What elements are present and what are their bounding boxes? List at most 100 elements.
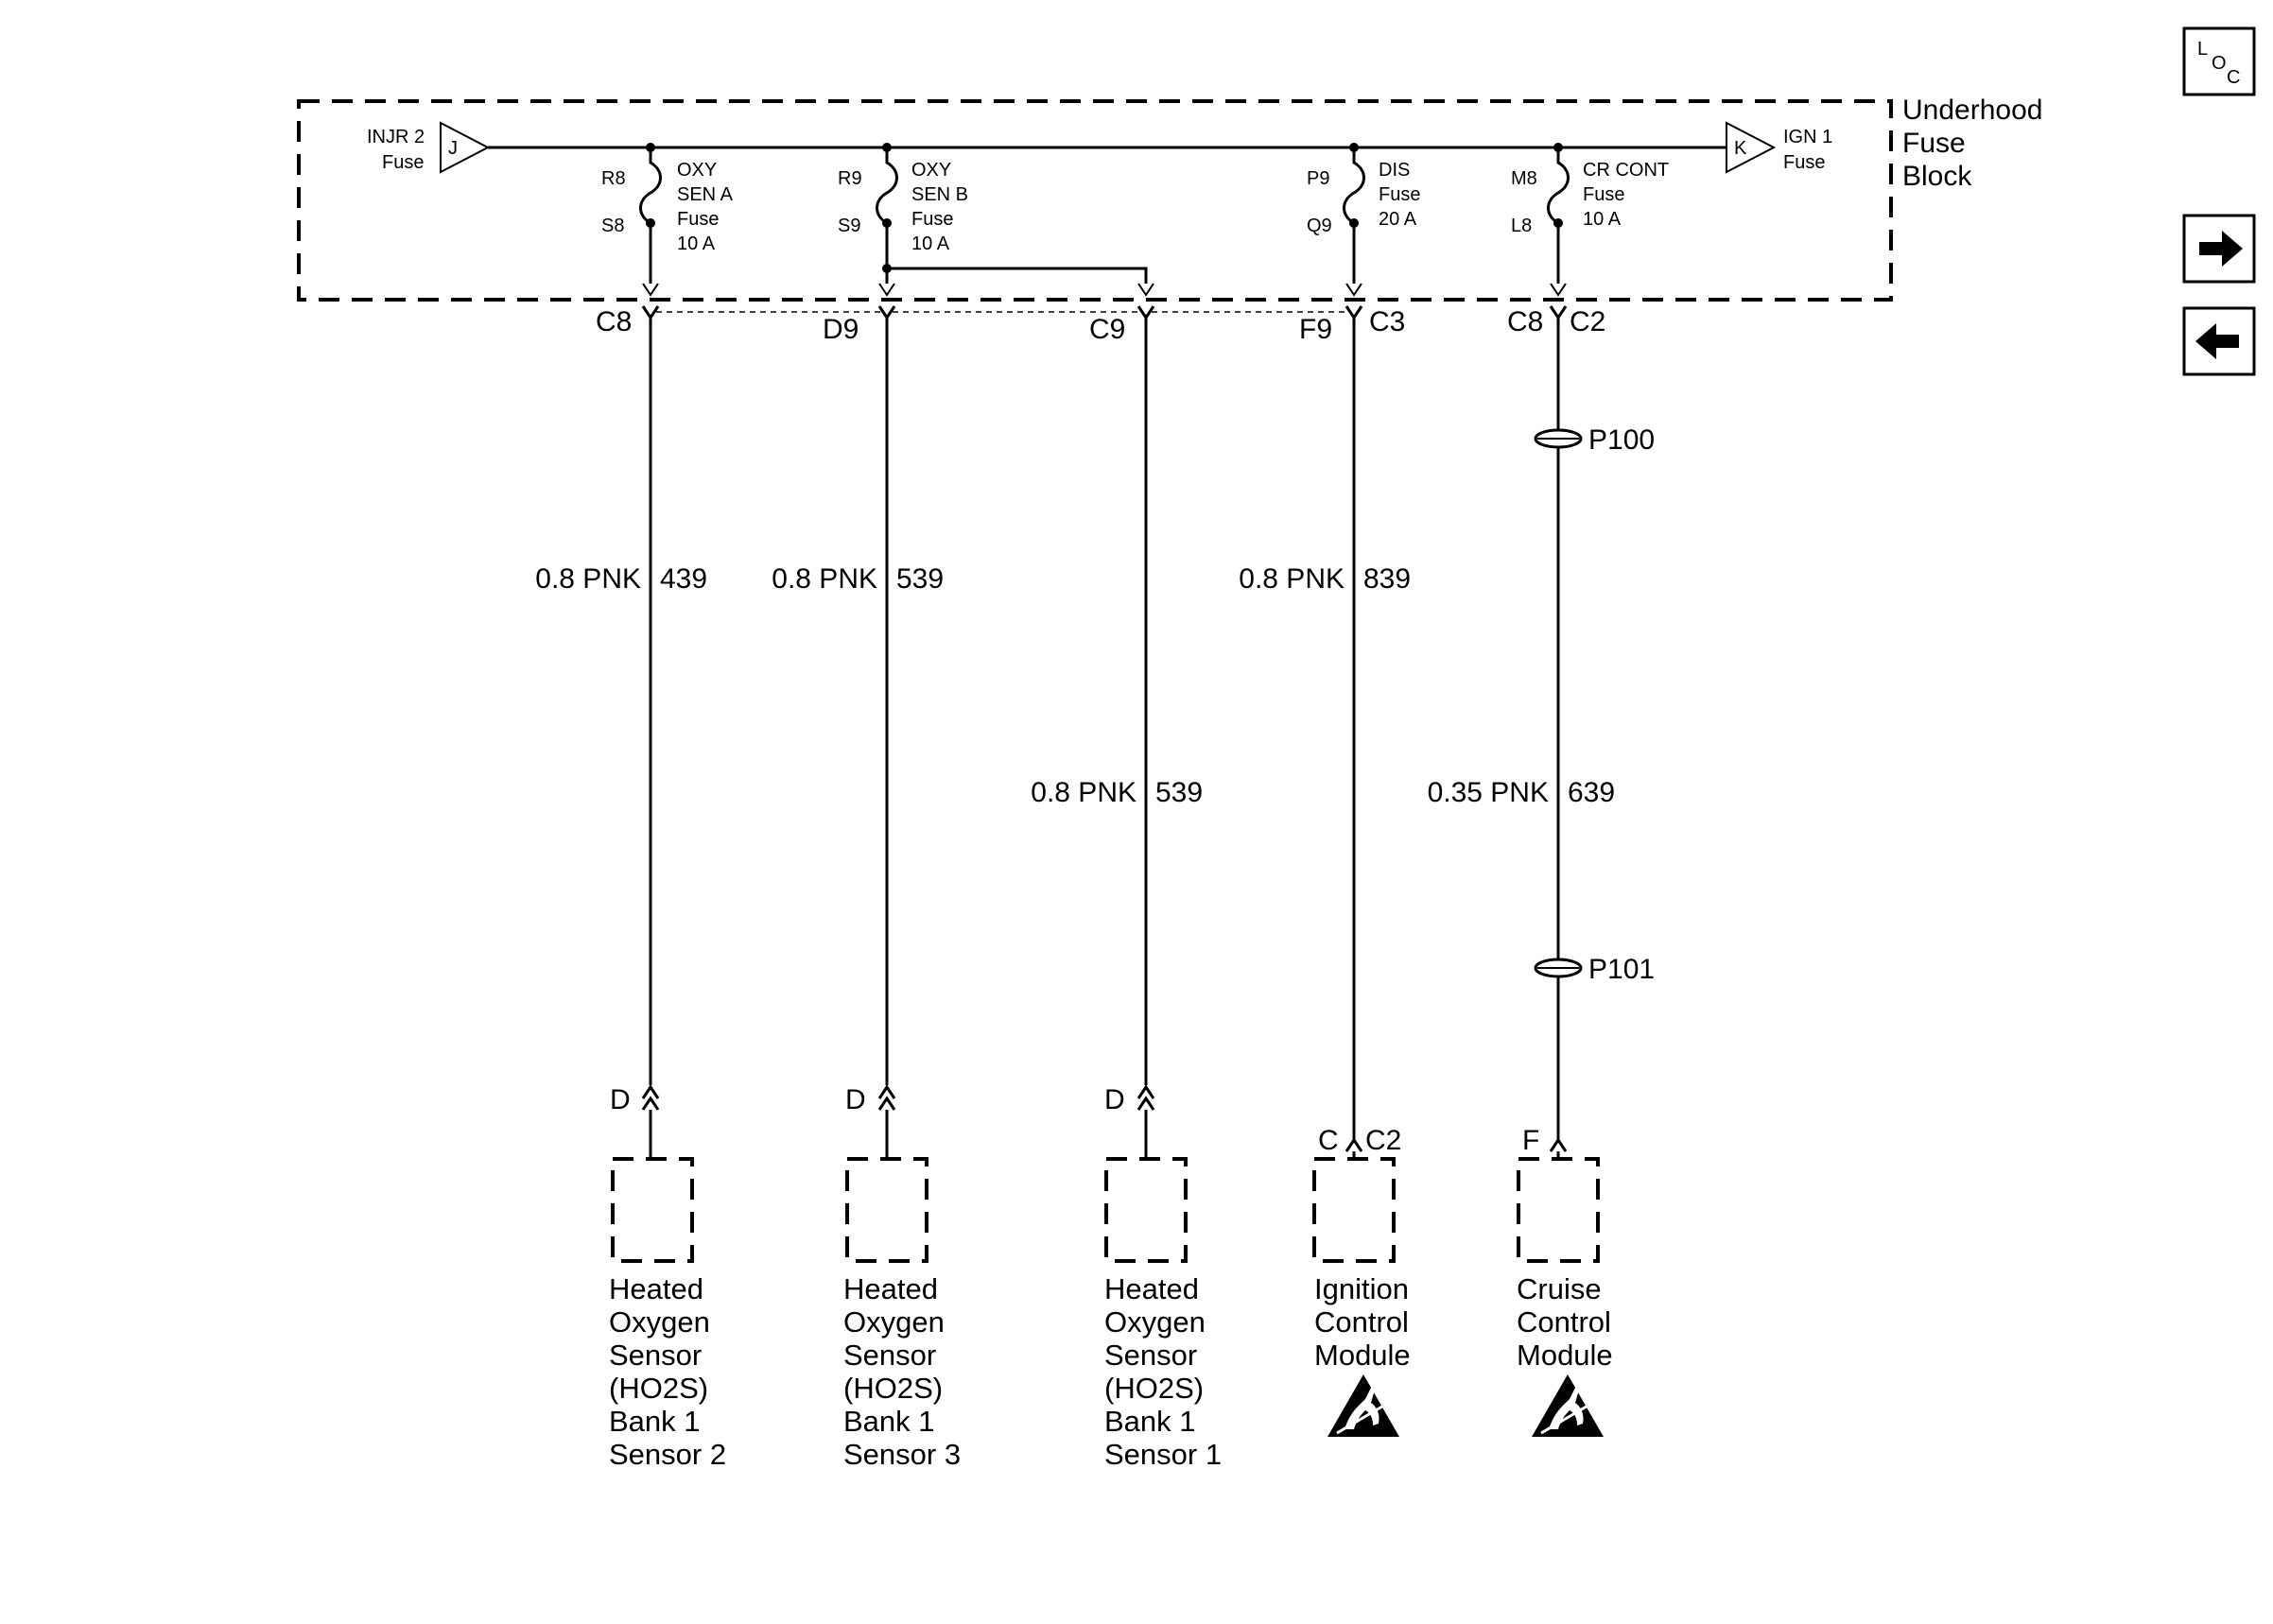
right-input-name: IGN 1 bbox=[1783, 127, 1832, 147]
connector-c9: C9 bbox=[1089, 305, 1155, 345]
svg-text:(HO2S): (HO2S) bbox=[609, 1372, 708, 1405]
loc-button[interactable]: L O C bbox=[2182, 26, 2256, 96]
svg-text:Sensor 1: Sensor 1 bbox=[1104, 1438, 1222, 1471]
svg-text:P101: P101 bbox=[1588, 954, 1655, 985]
fuse1-label-3: Fuse bbox=[677, 209, 719, 230]
svg-text:Bank 1: Bank 1 bbox=[1104, 1405, 1196, 1438]
svg-text:Oxygen: Oxygen bbox=[843, 1305, 945, 1339]
fuse1-label-1: OXY bbox=[677, 160, 717, 181]
component-box-cruise bbox=[1517, 1157, 1600, 1263]
esd-warning-icon bbox=[1532, 1374, 1604, 1437]
fuse4-label-3: 10 A bbox=[1583, 209, 1622, 230]
fuse-block-outline bbox=[297, 99, 1893, 302]
svg-text:Sensor 2: Sensor 2 bbox=[609, 1438, 726, 1471]
svg-text:Sensor: Sensor bbox=[843, 1339, 936, 1372]
left-input-sub: Fuse bbox=[382, 152, 424, 173]
svg-text:C2: C2 bbox=[1570, 306, 1605, 337]
wire5-size: 0.35 PNK bbox=[1428, 777, 1549, 808]
connector-c8-a: C8 bbox=[596, 305, 660, 337]
svg-text:Bank 1: Bank 1 bbox=[843, 1405, 935, 1438]
svg-text:C2: C2 bbox=[1365, 1125, 1401, 1156]
svg-text:D9: D9 bbox=[823, 314, 859, 345]
previous-page-button[interactable] bbox=[2182, 306, 2256, 376]
svg-text:Heated: Heated bbox=[1104, 1272, 1199, 1305]
right-input-sub: Fuse bbox=[1783, 152, 1825, 173]
fuse-dis: P9 Q9 DIS Fuse 20 A bbox=[1307, 143, 1420, 297]
component-box-ignition bbox=[1312, 1157, 1396, 1263]
component-box-sensor1 bbox=[1104, 1157, 1188, 1263]
left-input-letter: J bbox=[448, 138, 458, 159]
pin-d-sensor2: D bbox=[610, 1084, 660, 1159]
component-box-sensor3 bbox=[845, 1157, 928, 1263]
svg-text:C8: C8 bbox=[1507, 306, 1543, 337]
fuse-cr-cont: M8 L8 CR CONT Fuse 10 A bbox=[1511, 143, 1669, 297]
loc-letter-l: L bbox=[2197, 39, 2208, 60]
connector-f9-c3: F9 C3 bbox=[1299, 305, 1405, 345]
svg-text:C: C bbox=[1318, 1125, 1339, 1156]
svg-text:Heated: Heated bbox=[843, 1272, 938, 1305]
svg-text:Oxygen: Oxygen bbox=[609, 1305, 710, 1339]
svg-text:C3: C3 bbox=[1369, 306, 1405, 337]
fuse2-label-2: SEN B bbox=[911, 184, 968, 205]
svg-text:C9: C9 bbox=[1089, 314, 1125, 345]
svg-text:Sensor 3: Sensor 3 bbox=[843, 1438, 961, 1471]
splice-p100: P100 bbox=[1534, 424, 1655, 456]
fuse3-label-2: Fuse bbox=[1379, 184, 1420, 205]
fuse3-top-pin: P9 bbox=[1307, 168, 1329, 189]
pin-c-c2-ignition: C C2 bbox=[1318, 1125, 1401, 1159]
component-label-sensor1: Heated Oxygen Sensor (HO2S) Bank 1 Senso… bbox=[1104, 1272, 1222, 1471]
fuse1-label-4: 10 A bbox=[677, 233, 716, 254]
component-label-cruise: Cruise Control Module bbox=[1517, 1272, 1613, 1372]
svg-text:Sensor: Sensor bbox=[1104, 1339, 1197, 1372]
fuse4-label-1: CR CONT bbox=[1583, 160, 1669, 181]
fuse1-bottom-pin: S8 bbox=[601, 216, 624, 236]
svg-text:Ignition: Ignition bbox=[1314, 1272, 1409, 1305]
wire1-size: 0.8 PNK bbox=[535, 563, 641, 595]
fuse-oxy-sen-b: R9 S9 OXY SEN B Fuse 10 A bbox=[838, 143, 1154, 297]
wire1-circuit: 439 bbox=[660, 563, 707, 595]
fuse-block-title-line3: Block bbox=[1902, 161, 1972, 192]
fuse2-label-3: Fuse bbox=[911, 209, 953, 230]
svg-text:Cruise: Cruise bbox=[1517, 1272, 1602, 1305]
wire5-circuit: 639 bbox=[1568, 777, 1615, 808]
esd-warning-icon bbox=[1327, 1374, 1399, 1437]
component-label-ignition: Ignition Control Module bbox=[1314, 1272, 1411, 1372]
next-page-button[interactable] bbox=[2182, 214, 2256, 284]
component-label-sensor3: Heated Oxygen Sensor (HO2S) Bank 1 Senso… bbox=[843, 1272, 961, 1471]
svg-text:(HO2S): (HO2S) bbox=[1104, 1372, 1204, 1405]
svg-text:Sensor: Sensor bbox=[609, 1339, 702, 1372]
wire3-circuit: 539 bbox=[1155, 777, 1203, 808]
svg-text:(HO2S): (HO2S) bbox=[843, 1372, 943, 1405]
component-label-sensor2: Heated Oxygen Sensor (HO2S) Bank 1 Senso… bbox=[609, 1272, 726, 1471]
svg-text:P100: P100 bbox=[1588, 424, 1655, 456]
svg-text:F9: F9 bbox=[1299, 314, 1332, 345]
fuse-block-title-line1: Underhood bbox=[1902, 95, 2042, 126]
pin-d-sensor3: D bbox=[845, 1084, 896, 1159]
fuse4-label-2: Fuse bbox=[1583, 184, 1624, 205]
svg-text:C8: C8 bbox=[596, 306, 632, 337]
right-input-letter: K bbox=[1734, 138, 1747, 159]
fuse4-top-pin: M8 bbox=[1511, 168, 1537, 189]
connector-c8-c2: C8 C2 bbox=[1507, 305, 1605, 337]
fuse3-label-1: DIS bbox=[1379, 160, 1410, 181]
fuse3-bottom-pin: Q9 bbox=[1307, 216, 1332, 236]
fuse-oxy-sen-a: R8 S8 OXY SEN A Fuse 10 A bbox=[601, 143, 734, 297]
svg-text:Module: Module bbox=[1517, 1339, 1613, 1372]
fuse2-label-1: OXY bbox=[911, 160, 951, 181]
splice-p101: P101 bbox=[1534, 954, 1655, 985]
svg-text:D: D bbox=[610, 1084, 631, 1115]
loc-letter-o: O bbox=[2212, 53, 2227, 74]
fuse-block-title-line2: Fuse bbox=[1902, 128, 1966, 159]
svg-text:Oxygen: Oxygen bbox=[1104, 1305, 1206, 1339]
wire4-size: 0.8 PNK bbox=[1239, 563, 1345, 595]
wire3-size: 0.8 PNK bbox=[1031, 777, 1136, 808]
fuse3-label-3: 20 A bbox=[1379, 209, 1417, 230]
fuse1-top-pin: R8 bbox=[601, 168, 626, 189]
svg-text:Module: Module bbox=[1314, 1339, 1411, 1372]
fuse2-label-4: 10 A bbox=[911, 233, 950, 254]
loc-letter-c: C bbox=[2227, 67, 2240, 88]
arrow-right-icon bbox=[2199, 231, 2243, 267]
svg-text:Bank 1: Bank 1 bbox=[609, 1405, 701, 1438]
wire4-circuit: 839 bbox=[1363, 563, 1411, 595]
